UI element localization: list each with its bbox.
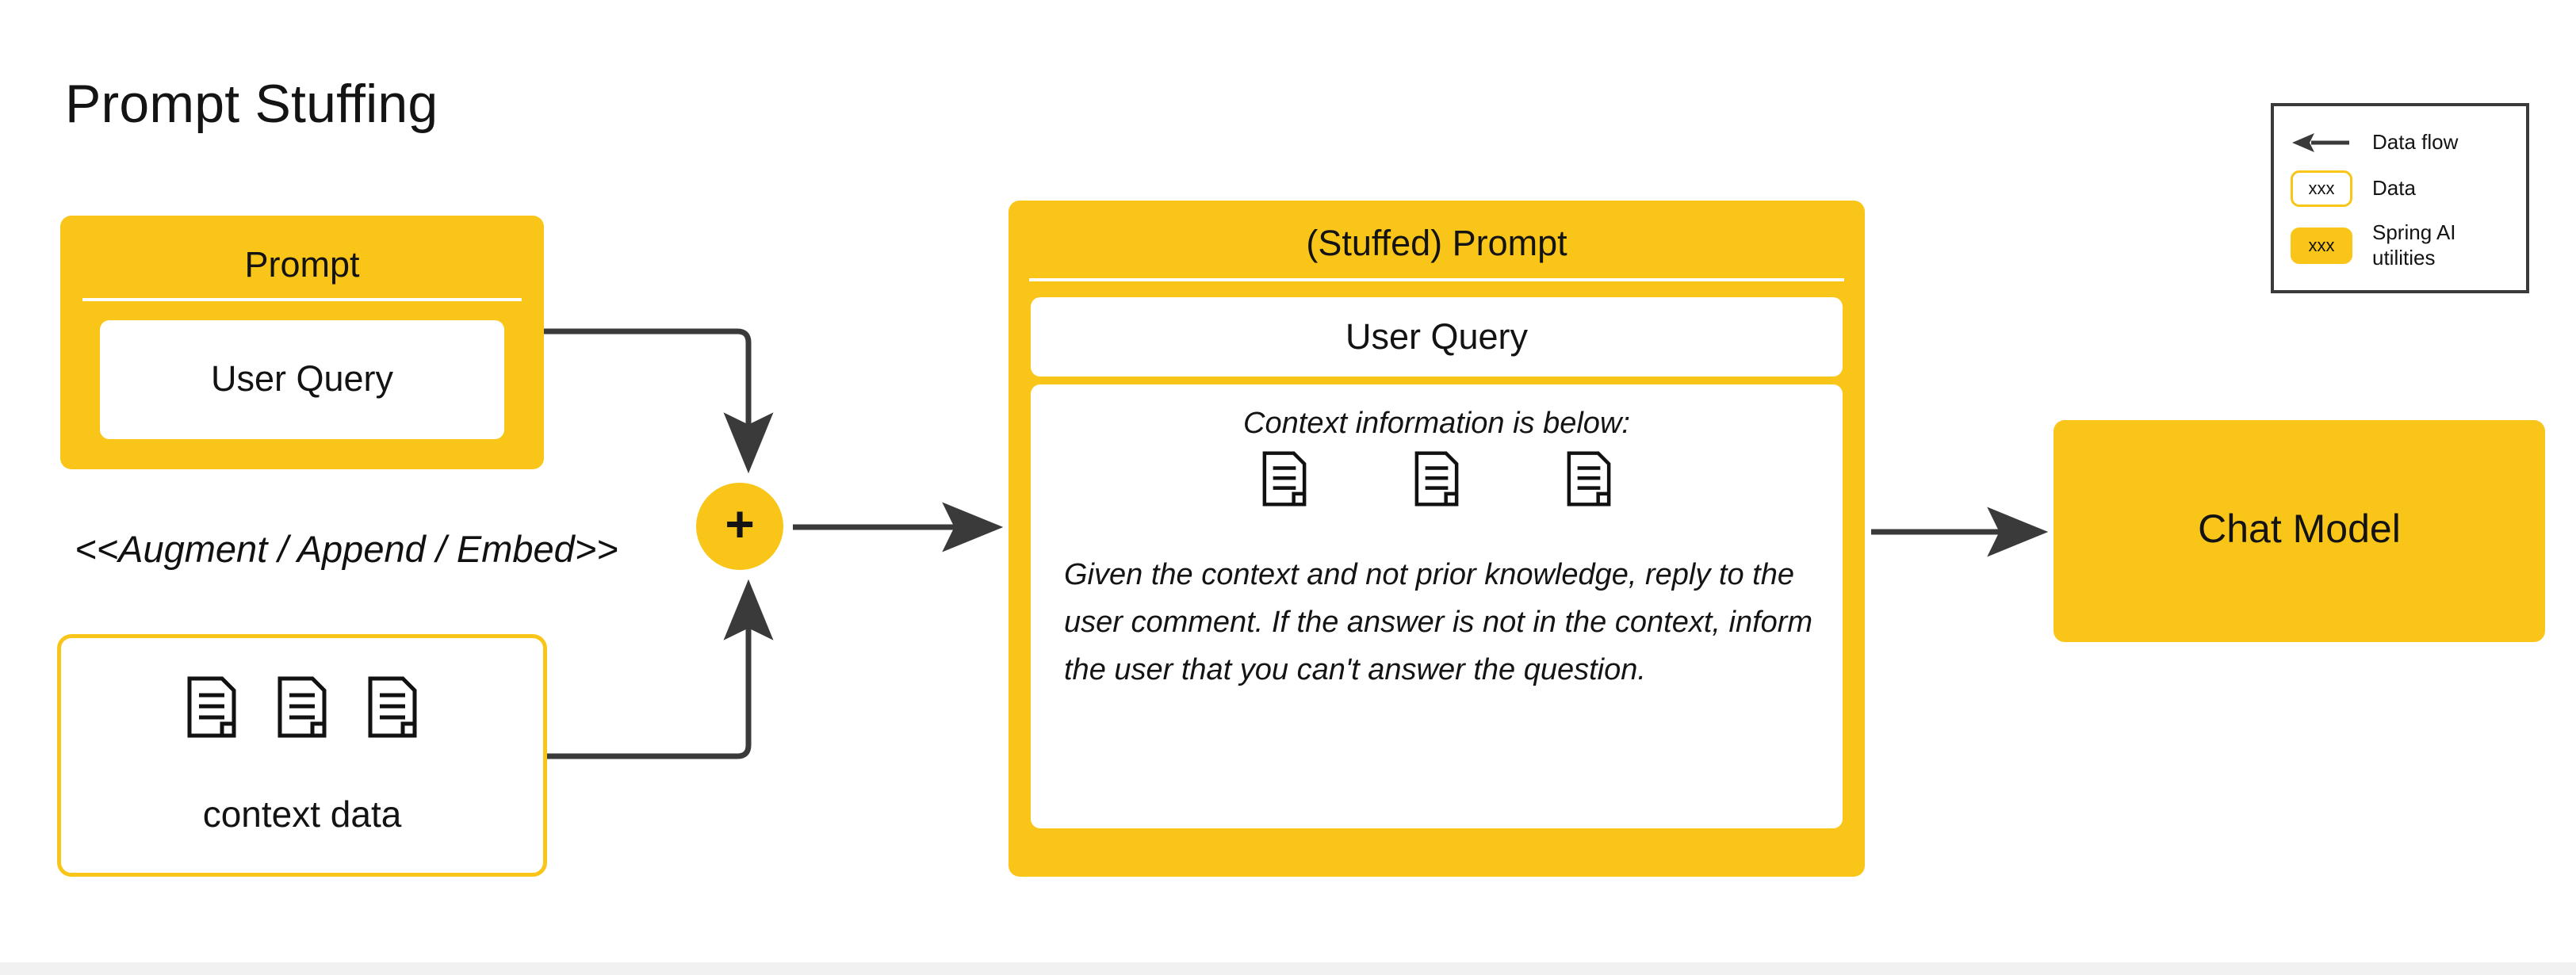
chat-model-box[interactable]: Chat Model (2054, 420, 2545, 642)
legend-row-data: xxx Data (2288, 166, 2520, 211)
spring-chip-icon: xxx (2291, 228, 2352, 264)
legend-label-data: Data (2372, 176, 2416, 201)
legend-swatch-data: xxx (2288, 170, 2355, 207)
stuffed-prompt-divider (1029, 278, 1844, 281)
document-icon (1414, 451, 1459, 507)
prompt-box-title: Prompt (244, 244, 360, 285)
stuffed-context-box[interactable]: Context information is below: (1031, 384, 1843, 828)
legend: Data flow xxx Data xxx Spring AI utiliti… (2271, 103, 2529, 293)
context-data-label: context data (202, 793, 402, 835)
stuffed-context-doc-row (1031, 451, 1843, 507)
chat-model-label: Chat Model (2198, 507, 2401, 551)
context-data-box[interactable]: context data (57, 634, 547, 877)
legend-row-spring-ai-utilities: xxx Spring AI utilities (2288, 217, 2520, 274)
prompt-user-query-label: User Query (210, 358, 394, 399)
document-icon (1567, 451, 1611, 507)
flow-arrow-prompt-to-combine (544, 328, 774, 474)
legend-swatch-spring: xxx (2288, 228, 2355, 264)
context-instruction-paragraph: Given the context and not prior knowledg… (1064, 558, 1813, 687)
prompt-box-divider (82, 298, 522, 301)
augment-append-embed-label: <<Augment / Append / Embed>> (75, 528, 618, 570)
stuffed-prompt-box[interactable]: (Stuffed) Prompt User Query Context info… (1009, 201, 1865, 877)
legend-label-data-flow: Data flow (2372, 130, 2459, 155)
document-icon (368, 676, 417, 738)
bottom-band (0, 962, 2576, 975)
flow-arrow-context-to-combine (547, 579, 774, 759)
document-icon (187, 676, 236, 738)
prompt-user-query-box[interactable]: User Query (100, 320, 504, 439)
combine-node[interactable]: + (696, 483, 783, 570)
page-title: Prompt Stuffing (65, 74, 438, 134)
legend-label-spring-ai-utilities: Spring AI utilities (2372, 220, 2456, 270)
legend-swatch-arrow (2288, 131, 2355, 155)
document-icon (278, 676, 327, 738)
document-icon (1262, 451, 1307, 507)
stuffed-prompt-title: (Stuffed) Prompt (1306, 223, 1567, 263)
stuffed-user-query-box[interactable]: User Query (1031, 297, 1843, 377)
data-chip-icon: xxx (2291, 170, 2352, 207)
stuffed-user-query-label: User Query (1345, 316, 1529, 357)
plus-icon: + (725, 495, 755, 552)
legend-row-data-flow: Data flow (2288, 125, 2520, 160)
context-information-heading: Context information is below: (1243, 407, 1630, 440)
context-data-doc-row (61, 676, 543, 738)
prompt-box[interactable]: Prompt User Query (60, 216, 544, 469)
left-arrow-icon (2292, 133, 2349, 152)
